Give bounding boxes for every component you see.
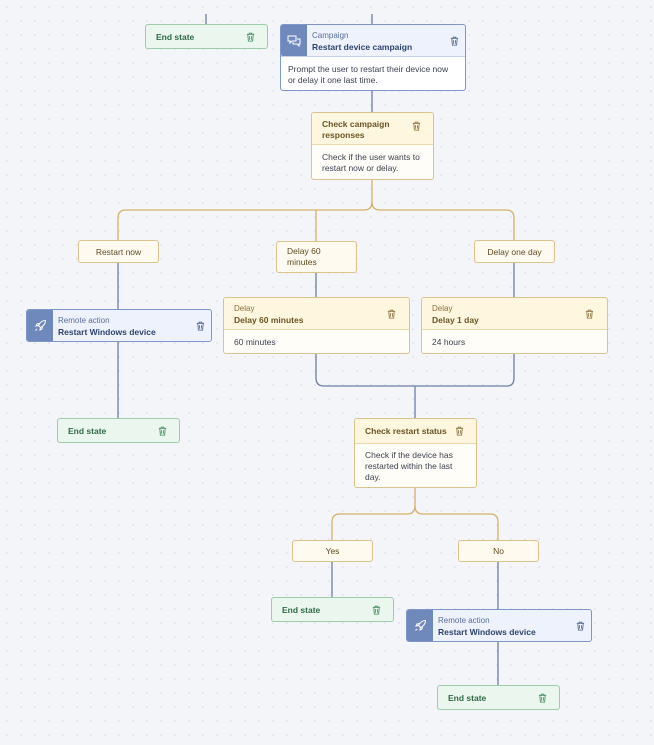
campaign-node[interactable]: Campaign Restart device campaign Prompt … [280, 24, 466, 91]
trash-icon[interactable] [585, 309, 594, 319]
trash-icon[interactable] [246, 32, 255, 42]
end-state-label: End state [282, 604, 321, 615]
trash-icon[interactable] [455, 426, 464, 436]
branch-label: Delay one day [487, 246, 542, 257]
node-kind: Delay [432, 304, 453, 313]
node-description: Prompt the user to restart their device … [281, 56, 465, 90]
node-title: Restart Windows device [58, 327, 156, 337]
node-title: Delay 1 day [432, 315, 479, 325]
trash-icon[interactable] [158, 426, 167, 436]
remote-action-node[interactable]: Remote action Restart Windows device [26, 309, 212, 342]
end-state-label: End state [156, 31, 195, 42]
branch-restart-now[interactable]: Restart now [78, 240, 159, 263]
trash-icon[interactable] [196, 321, 205, 331]
node-kind: Remote action [438, 616, 490, 625]
node-kind: Campaign [312, 31, 349, 40]
node-title: Restart Windows device [438, 627, 536, 637]
remote-action-node[interactable]: Remote action Restart Windows device [406, 609, 592, 642]
node-description: Check if the user wants to restart now o… [322, 152, 420, 173]
node-kind: Delay [234, 304, 255, 313]
trash-icon[interactable] [538, 693, 547, 703]
end-state-node[interactable]: End state [271, 597, 394, 622]
answer-label: Yes [325, 546, 340, 556]
node-kind: Remote action [58, 316, 110, 325]
node-title: Check restart status [365, 426, 447, 436]
node-title: Delay 60 minutes [234, 315, 304, 325]
trash-icon[interactable] [450, 36, 459, 46]
delay-1-day-node[interactable]: Delay Delay 1 day 24 hours [421, 297, 608, 354]
end-state-label: End state [68, 425, 107, 436]
node-description: Check if the device has restarted within… [365, 450, 453, 482]
delay-value: 60 minutes [234, 337, 276, 347]
end-state-label: End state [448, 692, 487, 703]
end-state-node[interactable]: End state [57, 418, 180, 443]
delay-value: 24 hours [432, 337, 466, 347]
node-title: Restart device campaign [312, 42, 413, 52]
end-state-node[interactable]: End state [145, 24, 268, 49]
answer-no[interactable]: No [458, 540, 539, 562]
node-title: Check campaign responses [322, 119, 390, 140]
rocket-icon [27, 310, 53, 341]
trash-icon[interactable] [387, 309, 396, 319]
answer-label: No [493, 546, 504, 556]
trash-icon[interactable] [372, 605, 381, 615]
end-state-node[interactable]: End state [437, 685, 560, 710]
branch-delay-60-minutes[interactable]: Delay 60 minutes [276, 241, 357, 273]
trash-icon[interactable] [576, 621, 585, 631]
branch-label: Restart now [95, 246, 142, 257]
rocket-icon [407, 610, 433, 641]
delay-60-minutes-node[interactable]: Delay Delay 60 minutes 60 minutes [223, 297, 410, 354]
trash-icon[interactable] [412, 121, 421, 131]
check-restart-status-node[interactable]: Check restart status Check if the device… [354, 418, 477, 488]
check-campaign-responses-node[interactable]: Check campaign responses Check if the us… [311, 112, 434, 180]
branch-label: Delay 60 minutes [287, 246, 321, 267]
chat-bubbles-icon [281, 25, 307, 56]
answer-yes[interactable]: Yes [292, 540, 373, 562]
branch-delay-one-day[interactable]: Delay one day [474, 240, 555, 263]
